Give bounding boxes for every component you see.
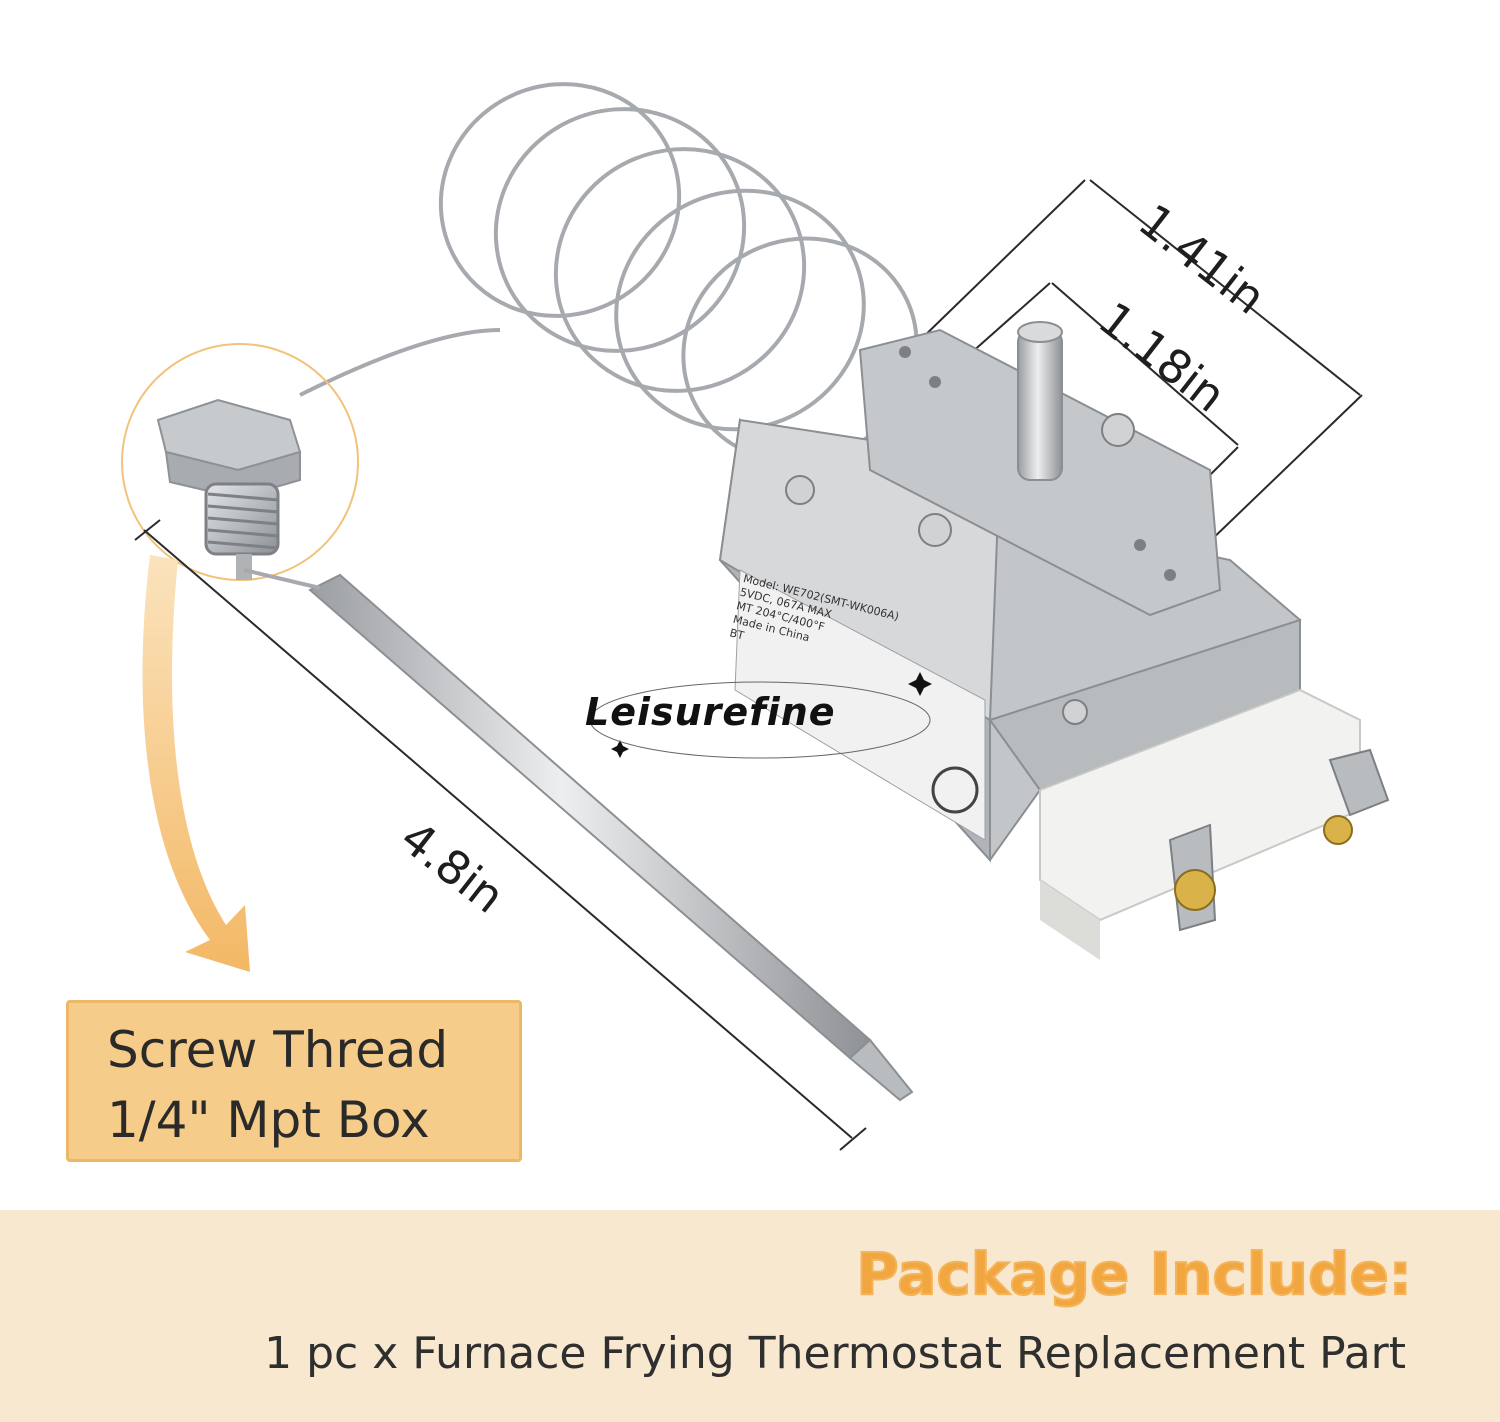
temperature-probe [243,568,914,1102]
sparkle-icon [611,672,932,758]
package-footer: Package Include: 1 pc x Furnace Frying T… [0,1210,1500,1422]
thermostat-body [718,321,1390,960]
thread-callout-line2: 1/4" Mpt Box [107,1091,430,1149]
thread-callout: Screw Thread 1/4" Mpt Box [66,1000,522,1162]
thread-callout-line1: Screw Thread [107,1021,449,1079]
threaded-fitting [156,398,302,580]
dimension-lines [134,179,1363,1151]
brand-swoosh [589,681,931,759]
package-title: Package Include: [855,1239,1413,1309]
package-item: 1 pc x Furnace Frying Thermostat Replace… [264,1328,1406,1379]
brand-watermark: Leisurefine [585,690,836,734]
capillary-coil [299,82,919,464]
thermostat-illustration [121,82,1390,1151]
curved-arrow-icon [142,555,250,972]
